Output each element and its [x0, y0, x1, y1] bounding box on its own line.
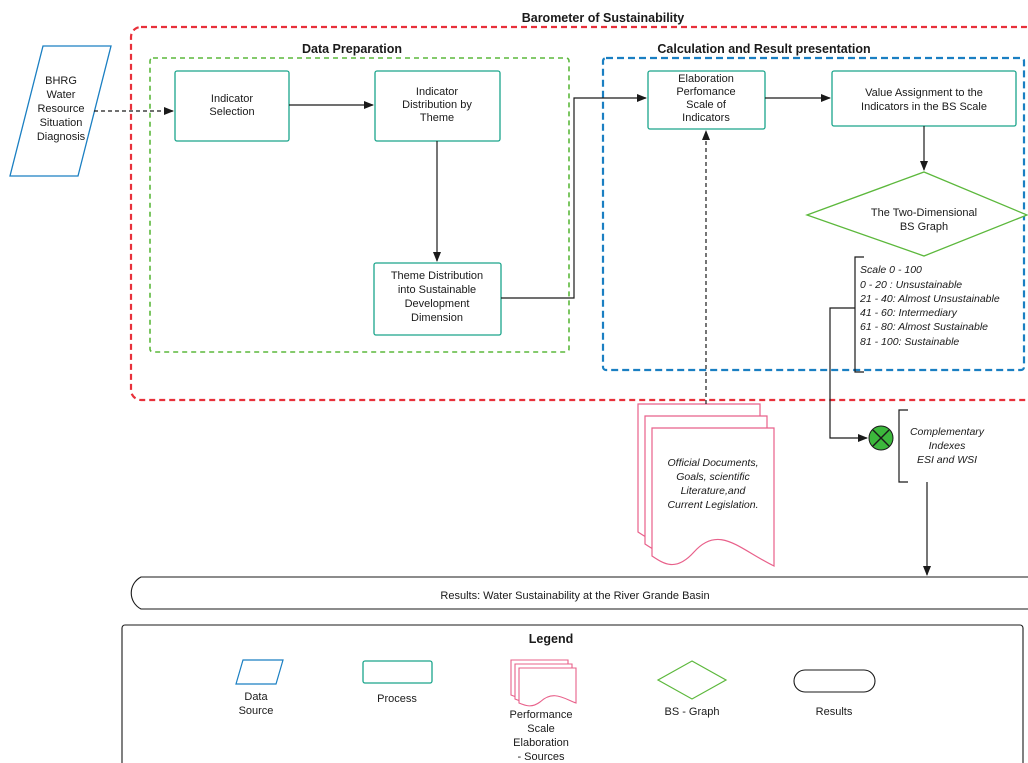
- data-source-line: Water: [47, 89, 76, 101]
- complementary-line: ESI and WSI: [917, 454, 977, 466]
- node-text: Indicators in the BS Scale: [861, 101, 987, 113]
- node-text: Scale of: [686, 99, 727, 111]
- complementary-line: Complementary: [910, 426, 985, 438]
- scale-line: 0 - 20 : Unsustainable: [860, 279, 962, 291]
- node-text: Indicators: [682, 112, 730, 124]
- data-source-line: Resource: [37, 103, 84, 115]
- node-text: into Sustainable: [398, 284, 476, 296]
- legend-process: Process: [362, 660, 433, 705]
- scale-note: Scale 0 - 100 0 - 20 : Unsustainable 21 …: [859, 264, 1000, 348]
- node-text: Value Assignment to the: [865, 87, 983, 99]
- legend-label: Elaboration: [513, 737, 569, 749]
- data-preparation-frame: [149, 57, 570, 353]
- arrow-scale-to-junction: [829, 307, 868, 442]
- documents-line: Official Documents,: [667, 457, 758, 469]
- scale-line: 81 - 100: Sustainable: [860, 336, 959, 348]
- legend-label: BS - Graph: [664, 706, 719, 718]
- node-text: Indicator: [211, 93, 254, 105]
- data-source-line: Diagnosis: [37, 131, 86, 143]
- theme-distribution-node: Theme Distribution into Sustainable Deve…: [373, 262, 502, 336]
- legend-results: Results: [793, 669, 876, 718]
- results-node: Results: Water Sustainability at the Riv…: [130, 576, 1028, 610]
- scale-line: 61 - 80: Almost Sustainable: [860, 321, 988, 333]
- node-text: Perfomance: [676, 86, 735, 98]
- bs-graph-node: The Two-Dimensional BS Graph: [805, 171, 1028, 257]
- legend-documents: Performance Scale Elaboration - Sources: [510, 659, 577, 763]
- results-text: Results: Water Sustainability at the Riv…: [440, 590, 709, 602]
- data-source-node: BHRG Water Resource Situation Diagnosis: [9, 45, 112, 177]
- node-text: Elaboration: [678, 73, 734, 85]
- scale-line: 21 - 40: Almost Unsustainable: [859, 293, 1000, 305]
- indicator-selection-node: Indicator Selection: [174, 70, 290, 142]
- documents-line: Goals, scientific: [676, 471, 750, 483]
- complementary-bracket: [898, 409, 908, 483]
- legend-label: Source: [239, 705, 274, 717]
- summing-junction-icon: [868, 425, 894, 451]
- elaboration-node: Elaboration Perfomance Scale of Indicato…: [647, 70, 766, 130]
- node-text: Distribution by: [402, 99, 472, 111]
- node-text: Theme: [420, 112, 454, 124]
- complementary-note: Complementary Indexes ESI and WSI: [910, 426, 985, 466]
- documents-line: Current Legislation.: [667, 499, 758, 511]
- node-text: Selection: [209, 106, 254, 118]
- node-text: Indicator: [416, 86, 459, 98]
- data-source-line: Situation: [40, 117, 83, 129]
- calculation-label: Calculation and Result presentation: [657, 42, 870, 56]
- legend-label: Process: [377, 693, 417, 705]
- node-text: Theme Distribution: [391, 270, 483, 282]
- documents-node: Official Documents, Goals, scientific Li…: [637, 403, 775, 567]
- connectors: [94, 94, 931, 576]
- value-assignment-node: Value Assignment to the Indicators in th…: [831, 70, 1017, 127]
- scale-line: 41 - 60: Intermediary: [860, 307, 958, 319]
- legend-label: Results: [816, 706, 853, 718]
- diagram-title: Barometer of Sustainability: [522, 11, 685, 25]
- legend-label: Performance: [510, 709, 573, 721]
- legend-data-source: Data Source: [235, 659, 284, 717]
- scale-line: Scale 0 - 100: [860, 264, 922, 276]
- data-source-line: BHRG: [45, 75, 77, 87]
- node-text: Development: [405, 298, 470, 310]
- scale-bracket: [854, 256, 864, 373]
- legend-label: Scale: [527, 723, 555, 735]
- legend-label: Data: [244, 691, 268, 703]
- legend-label: - Sources: [517, 751, 565, 763]
- legend-graph: BS - Graph: [656, 660, 728, 718]
- documents-line: Literature,and: [681, 485, 747, 497]
- barometer-frame: [129, 25, 1028, 402]
- data-preparation-label: Data Preparation: [302, 42, 402, 56]
- node-text: Dimension: [411, 312, 463, 324]
- node-text: The Two-Dimensional: [871, 207, 977, 219]
- arrow-theme-to-elaboration: [501, 94, 647, 299]
- indicator-distribution-node: Indicator Distribution by Theme: [374, 70, 501, 142]
- legend-title: Legend: [529, 632, 573, 646]
- complementary-line: Indexes: [929, 440, 967, 452]
- node-text: BS Graph: [900, 221, 948, 233]
